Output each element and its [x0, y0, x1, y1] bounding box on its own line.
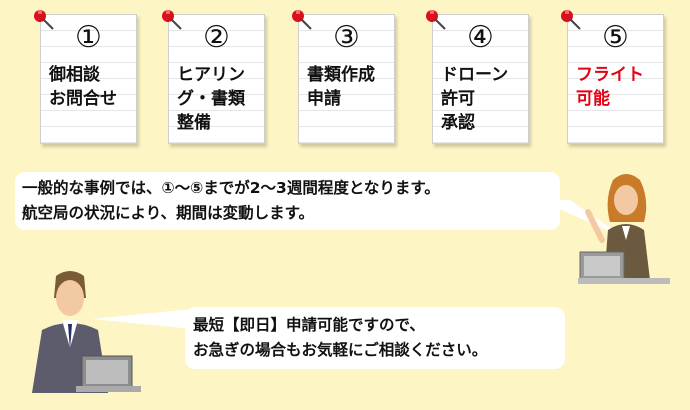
step-label: 書類作成 申請 [307, 65, 375, 109]
step-label: ドローン 許可 承認 [441, 65, 509, 133]
businesswoman-illustration [578, 174, 670, 284]
step-note-5: ⑤ フライト 可能 [561, 10, 664, 144]
step-number: ① [75, 20, 102, 55]
pushpin-icon [292, 10, 312, 30]
businessman-illustration [32, 271, 141, 393]
bubble-text-line: 一般的な事例では、①〜⑤までが2〜3週間程度となります。 [22, 179, 440, 197]
step-label: 御相談 お問合せ [49, 65, 117, 109]
speech-bubble-top: 一般的な事例では、①〜⑤までが2〜3週間程度となります。 航空局の状況により、期… [15, 172, 560, 230]
step-number: ⑤ [602, 20, 629, 55]
speech-bubble-tail [540, 200, 628, 240]
pushpin-icon [162, 10, 182, 30]
step-number: ② [203, 20, 230, 55]
step-label: ヒアリン グ・書類 整備 [177, 65, 245, 133]
step-note-2: ② ヒアリン グ・書類 整備 [162, 10, 265, 144]
bubble-text-line: お急ぎの場合もお気軽にご相談ください。 [193, 341, 488, 359]
pushpin-icon [34, 10, 54, 30]
step-number: ③ [333, 20, 360, 55]
step-note-3: ③ 書類作成 申請 [292, 10, 395, 144]
bubble-text-line: 航空局の状況により、期間は変動します。 [22, 204, 315, 222]
step-number: ④ [467, 20, 494, 55]
pushpin-icon [426, 10, 446, 30]
step-note-1: ① 御相談 お問合せ [34, 10, 137, 144]
speech-bubble-tail [92, 309, 192, 329]
speech-bubble-bottom: 最短【即日】申請可能ですので、 お急ぎの場合もお気軽にご相談ください。 [185, 307, 565, 369]
bubble-text-line: 最短【即日】申請可能ですので、 [193, 316, 425, 334]
pushpin-icon [561, 10, 581, 30]
step-label-highlight: フライト 可能 [576, 65, 644, 109]
step-note-4: ④ ドローン 許可 承認 [426, 10, 529, 144]
